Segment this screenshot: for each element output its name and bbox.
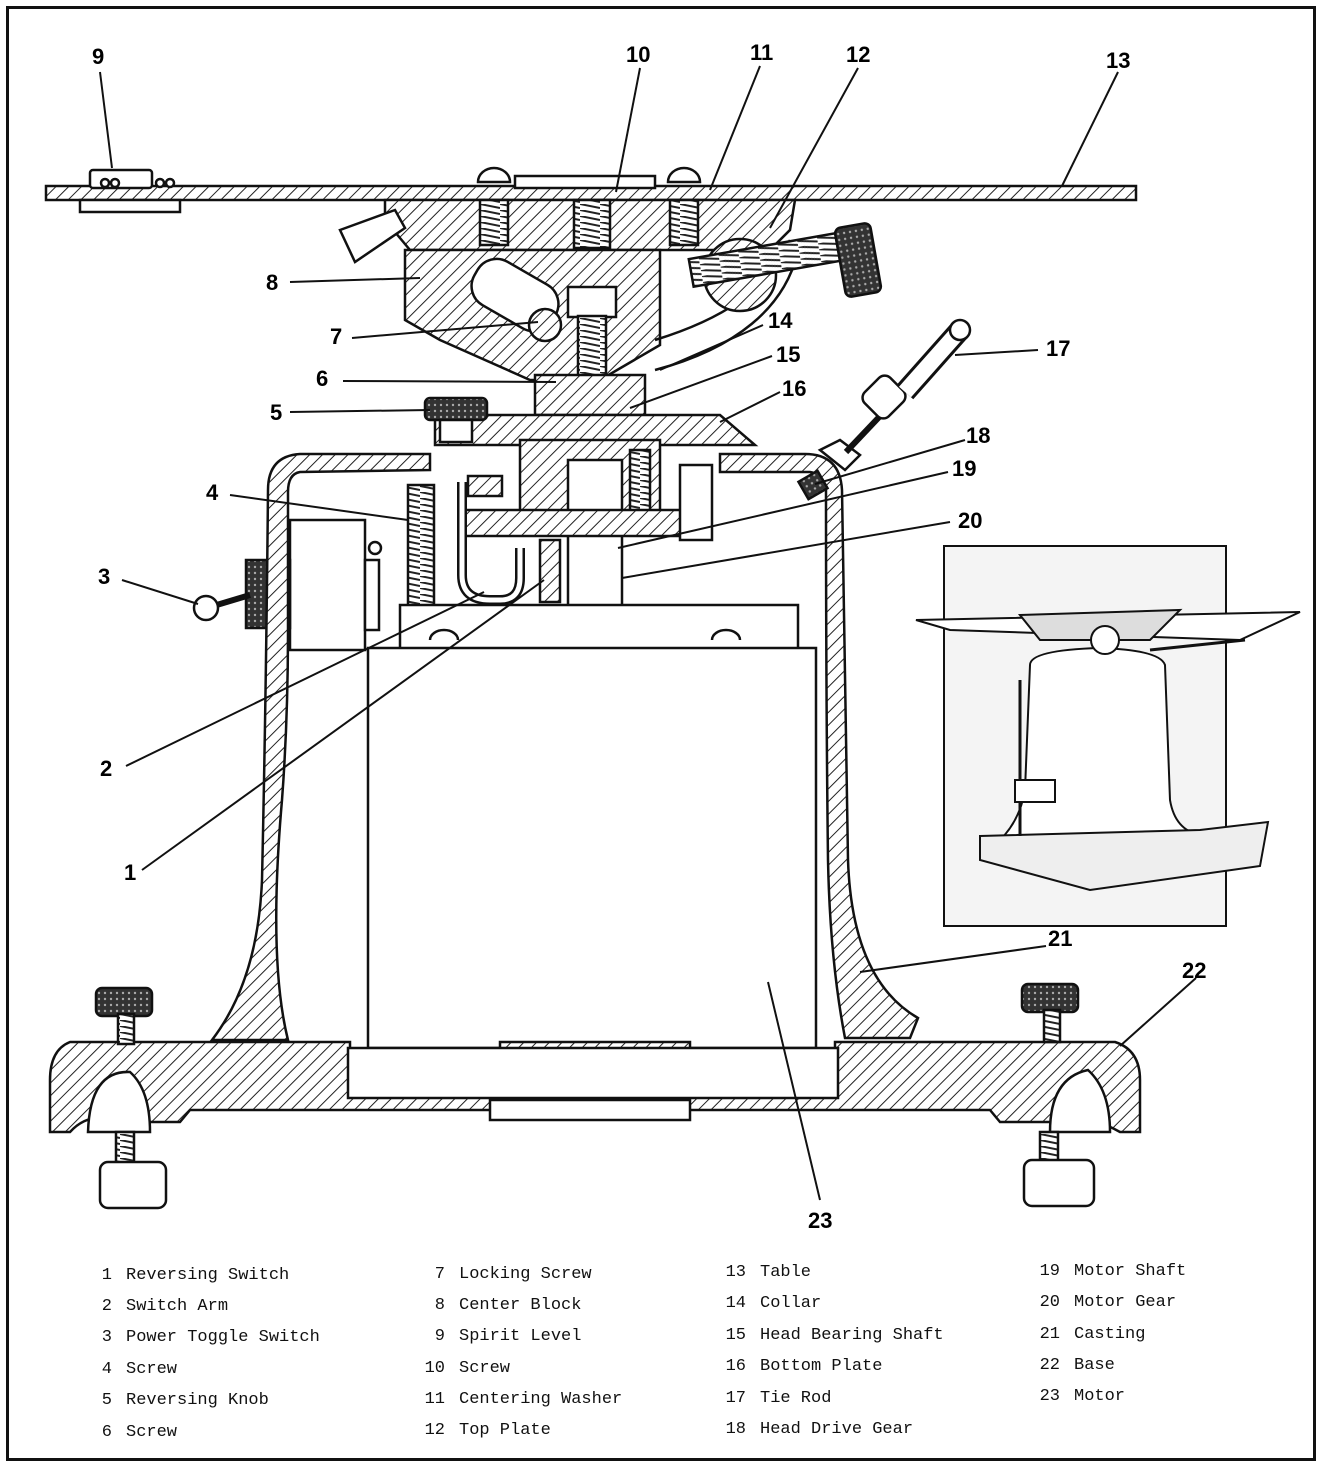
callout-10: 10 [626,42,650,67]
casting [209,438,920,1042]
callout-19: 19 [952,456,976,481]
top-plate [383,198,797,252]
callout-23: 23 [808,1208,832,1233]
callout-numbers: 9 10 11 12 13 8 7 14 6 15 17 5 16 18 19 … [92,40,1206,1233]
callout-16: 16 [782,376,806,401]
callout-9: 9 [92,44,104,69]
callout-8: 8 [266,270,278,295]
callout-13: 13 [1106,48,1130,73]
callout-15: 15 [776,342,800,367]
callout-12: 12 [846,42,870,67]
callout-3: 3 [98,564,110,589]
callout-5: 5 [270,400,282,425]
callout-6: 6 [316,366,328,391]
motor [366,603,818,1061]
locking-knob [687,222,883,313]
callout-2: 2 [100,756,112,781]
callout-22: 22 [1182,958,1206,983]
collar-and-bottom-plate [423,373,759,610]
callout-18: 18 [966,423,990,448]
leveling-feet [94,982,1096,1210]
table-assembly [44,166,1138,214]
base [48,1040,1142,1134]
leader-lines [99,65,1197,1201]
callout-20: 20 [958,508,982,533]
callout-7: 7 [330,324,342,349]
page-border [6,6,1316,1461]
callout-1: 1 [124,860,136,885]
callout-17: 17 [1046,336,1070,361]
callout-21: 21 [1048,926,1072,951]
tie-rod [796,318,972,501]
callout-4: 4 [206,480,219,505]
inset-photo [915,545,1301,927]
callout-14: 14 [768,308,793,333]
callout-11: 11 [750,40,773,65]
